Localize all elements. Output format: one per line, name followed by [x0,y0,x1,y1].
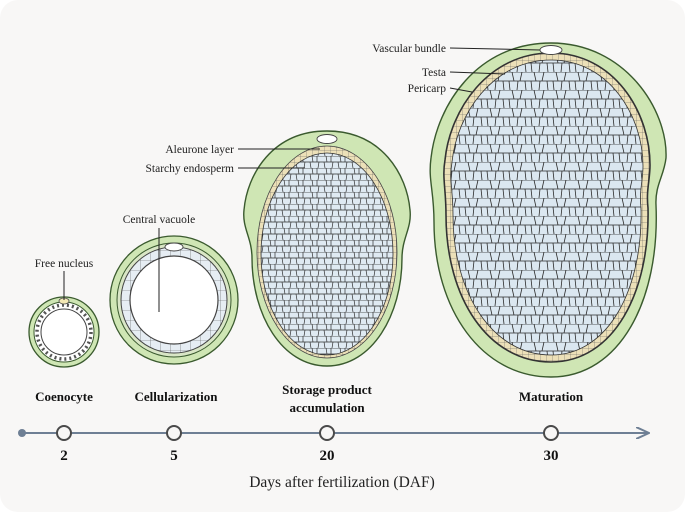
timepoint-marker [543,425,559,441]
timepoint-marker [166,425,182,441]
stage-name-storage: Storage product [282,382,372,397]
timepoint-marker [319,425,335,441]
stage-name-storage-line2: accumulation [289,400,365,415]
timeline-axis [18,425,648,441]
day-label-5: 5 [170,448,178,464]
cellularization-seed [109,235,239,365]
central-vacuole-label: Central vacuole [123,214,195,226]
day-label-2: 2 [60,448,68,464]
stage-name-cellularization: Cellularization [134,389,218,404]
leader-lines [63,47,541,312]
maturation-seed [429,42,667,378]
axis-origin-dot [18,429,26,437]
stage-name-coenocyte: Coenocyte [35,389,93,404]
vascular-bundle-label: Vascular bundle [372,43,446,55]
pericarp-label: Pericarp [408,83,447,95]
central-vacuole [129,255,219,345]
aleurone-layer-label: Aleurone layer [165,144,234,156]
axis-title: Days after fertilization (DAF) [249,474,435,491]
day-label-20: 20 [320,448,335,464]
coenocyte-seed [28,296,100,368]
timepoint-marker [56,425,72,441]
free-nucleus-label: Free nucleus [35,258,94,270]
storage-accumulation-seed [243,130,411,367]
stage-name-maturation: Maturation [519,389,584,404]
day-label-30: 30 [544,448,559,464]
testa-label: Testa [422,67,446,79]
starchy-endosperm-label: Starchy endosperm [146,163,235,175]
